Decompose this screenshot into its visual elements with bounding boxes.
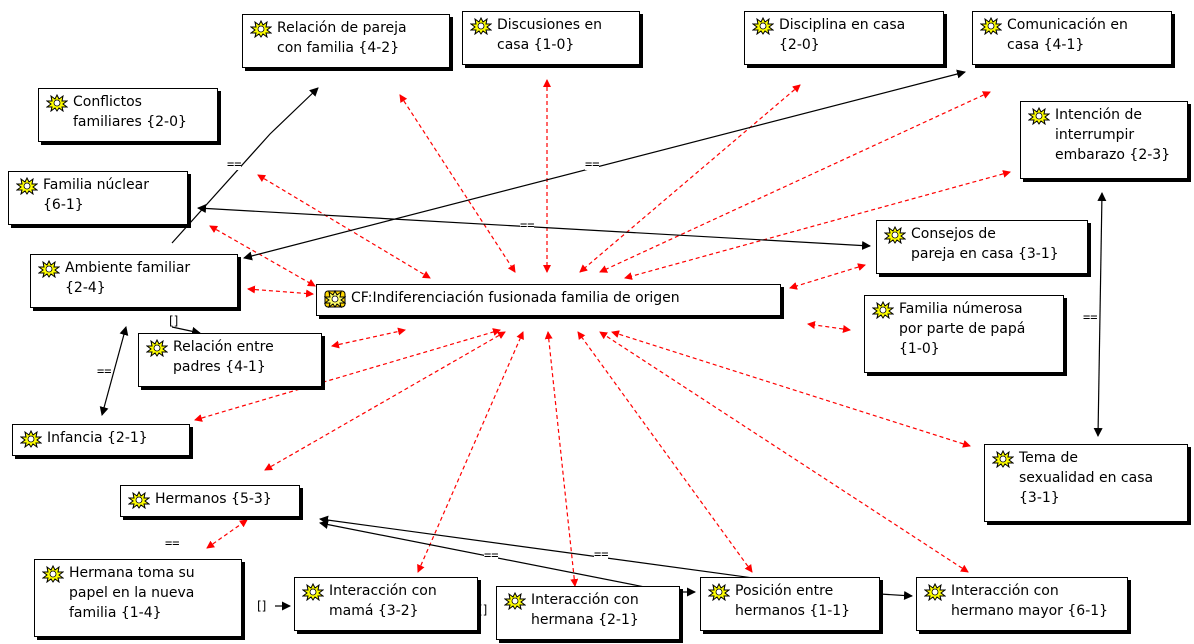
rel-ambiente-padres bbox=[171, 326, 201, 336]
node-tema-sexualidad[interactable]: Tema de sexualidad en casa {3-1} bbox=[984, 444, 1188, 522]
node-label: Interacción con mamá {3-2} bbox=[329, 583, 437, 619]
code-star-icon bbox=[1028, 107, 1050, 125]
node-label: Tema de sexualidad en casa {3-1} bbox=[1019, 450, 1154, 506]
node-relacion-padres[interactable]: Relación entre padres {4-1} bbox=[138, 333, 322, 387]
node-interaccion-hermano-mayor[interactable]: Interacción con hermano mayor {6-1} bbox=[916, 577, 1128, 631]
node-posicion-hermanos[interactable]: Posición entre hermanos {1-1} bbox=[700, 577, 880, 631]
link-familia-numerosa bbox=[807, 321, 851, 333]
code-star-icon bbox=[46, 94, 68, 112]
link-interaccion-hermana bbox=[544, 331, 579, 587]
node-label: Familia núclear {6-1} bbox=[43, 177, 149, 213]
node-conflictos[interactable]: Conflictos familiares {2-0} bbox=[38, 88, 218, 142]
node-label: Discusiones en casa {1-0} bbox=[497, 17, 602, 53]
node-label: Interacción con hermana {2-1} bbox=[531, 592, 639, 628]
node-label: Hermanos {5-3} bbox=[155, 491, 272, 507]
code-star-icon bbox=[302, 583, 324, 601]
rel-posicion-mayor bbox=[879, 591, 913, 600]
code-family-icon bbox=[324, 290, 346, 308]
link-interaccion-hermano-mayor bbox=[599, 331, 969, 573]
node-label: Intención de interrumpir embarazo {2-3} bbox=[1055, 107, 1171, 163]
code-star-icon bbox=[708, 583, 730, 601]
code-star-icon bbox=[146, 339, 168, 357]
code-star-icon bbox=[980, 17, 1002, 35]
node-relacion-pareja[interactable]: Relación de pareja con familia {4-2} bbox=[242, 14, 450, 68]
rel-ambiente-comunicacion bbox=[243, 69, 966, 261]
node-label: Conflictos familiares {2-0} bbox=[73, 94, 187, 130]
edge-label-equals: == bbox=[1083, 310, 1098, 324]
node-label: Infancia {2-1} bbox=[47, 430, 148, 446]
node-label: Relación de pareja con familia {4-2} bbox=[277, 20, 407, 56]
edge-label-equals: == bbox=[594, 547, 609, 561]
node-hermanos[interactable]: Hermanos {5-3} bbox=[120, 485, 300, 517]
node-label: Ambiente familiar {2-4} bbox=[65, 260, 191, 296]
node-interaccion-hermana[interactable]: Interacción con hermana {2-1} bbox=[496, 586, 680, 640]
node-disciplina[interactable]: Disciplina en casa {2-0} bbox=[744, 11, 944, 65]
code-star-icon bbox=[42, 565, 64, 583]
edge-label-bracket: [] bbox=[169, 314, 179, 328]
node-familia-nuclear[interactable]: Familia núclear {6-1} bbox=[8, 171, 188, 225]
edge-label-bracket: [] bbox=[478, 603, 488, 617]
code-star-icon bbox=[752, 17, 774, 35]
node-label: Posición entre hermanos {1-1} bbox=[735, 583, 851, 619]
node-label: Familia númerosa por parte de papá {1-0} bbox=[899, 301, 1026, 357]
link-familia-nuclear bbox=[209, 225, 316, 287]
node-interaccion-mama[interactable]: Interacción con mamá {3-2} bbox=[294, 577, 478, 631]
node-label: Comunicación en casa {4-1} bbox=[1007, 17, 1128, 53]
link-conflictos bbox=[257, 174, 431, 279]
edge-label-equals: == bbox=[484, 548, 499, 562]
rel-intencion-tema bbox=[1093, 192, 1107, 437]
node-label: Disciplina en casa {2-0} bbox=[779, 17, 906, 53]
code-star-icon bbox=[992, 450, 1014, 468]
edge-label-equals: == bbox=[165, 536, 180, 550]
node-central[interactable]: CF:Indiferenciación fusionada familia de… bbox=[316, 284, 781, 316]
link-ambiente bbox=[247, 285, 314, 298]
link-consejos bbox=[789, 263, 866, 290]
node-intencion[interactable]: Intención de interrumpir embarazo {2-3} bbox=[1020, 101, 1188, 179]
node-familia-numerosa[interactable]: Familia númerosa por parte de papá {1-0} bbox=[864, 295, 1064, 373]
code-star-icon bbox=[884, 226, 906, 244]
node-consejos[interactable]: Consejos de pareja en casa {3-1} bbox=[876, 220, 1088, 274]
code-star-icon bbox=[250, 20, 272, 38]
node-hermana-toma[interactable]: Hermana toma su papel en la nueva famili… bbox=[34, 559, 242, 637]
node-infancia[interactable]: Infancia {2-1} bbox=[12, 424, 190, 456]
node-label: Relación entre padres {4-1} bbox=[173, 339, 274, 375]
edge-label-bracket: [] bbox=[257, 599, 267, 613]
edge-label-equals: == bbox=[227, 157, 242, 171]
link-disciplina bbox=[579, 84, 801, 273]
code-star-icon bbox=[38, 260, 60, 278]
node-discusiones[interactable]: Discusiones en casa {1-0} bbox=[462, 11, 640, 65]
code-star-icon bbox=[872, 301, 894, 319]
rel-infancia-ambiente bbox=[99, 326, 129, 416]
node-label: Interacción con hermano mayor {6-1} bbox=[951, 583, 1109, 619]
code-star-icon bbox=[20, 430, 42, 448]
node-ambiente[interactable]: Ambiente familiar {2-4} bbox=[30, 254, 238, 308]
link-hermana-toma bbox=[206, 519, 248, 549]
code-star-icon bbox=[470, 17, 492, 35]
code-star-icon bbox=[924, 583, 946, 601]
rel-hermanos-hermano-mayor bbox=[319, 515, 791, 584]
node-comunicacion[interactable]: Comunicación en casa {4-1} bbox=[972, 11, 1172, 65]
code-star-icon bbox=[128, 491, 150, 509]
code-star-icon bbox=[504, 592, 526, 610]
node-label: CF:Indiferenciación fusionada familia de… bbox=[351, 290, 680, 306]
node-label: Hermana toma su papel en la nueva famili… bbox=[69, 565, 195, 621]
edge-label-equals: == bbox=[520, 218, 535, 232]
code-star-icon bbox=[16, 177, 38, 195]
link-relacion-pareja bbox=[399, 94, 516, 273]
link-posicion-hermanos bbox=[577, 331, 753, 573]
link-relacion-padres bbox=[331, 327, 406, 349]
node-label: Consejos de pareja en casa {3-1} bbox=[911, 226, 1059, 262]
edge-label-equals: == bbox=[97, 364, 112, 378]
link-interaccion-mama bbox=[417, 331, 524, 573]
edge-label-equals: == bbox=[585, 157, 600, 171]
